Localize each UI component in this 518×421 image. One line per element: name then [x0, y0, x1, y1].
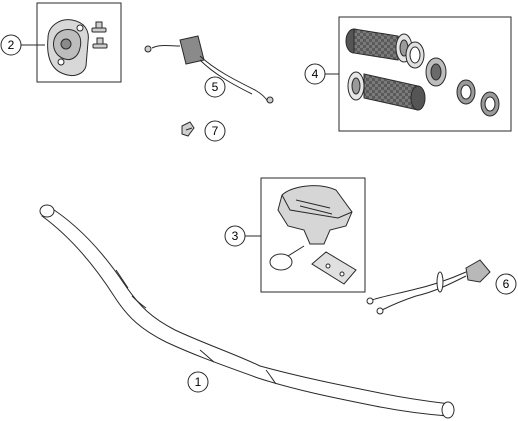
- cover-box: [260, 177, 366, 293]
- callout-label-6: 6: [503, 277, 510, 291]
- throttle-cable: [144, 35, 274, 104]
- small-clip: [181, 121, 195, 137]
- callout-4: 4: [304, 63, 339, 85]
- callout-label-1: 1: [195, 375, 202, 389]
- callout-label-4: 4: [312, 67, 319, 81]
- callout-5: 5: [204, 76, 226, 98]
- grip-lower: [347, 71, 426, 111]
- mounting-bracket: [311, 251, 357, 285]
- callout-7: 7: [204, 120, 226, 142]
- locking-ring-left: [456, 79, 476, 105]
- switch-wire: [366, 259, 491, 315]
- throttle-tube: [405, 41, 425, 69]
- locking-ring-right: [480, 91, 500, 117]
- callout-2: 2: [0, 34, 45, 56]
- switch-cover: [277, 185, 353, 245]
- callout-label-7: 7: [212, 124, 219, 138]
- cam-ring: [425, 57, 447, 87]
- clamp-bolt-upper: [91, 21, 107, 33]
- callout-1: 1: [187, 371, 209, 393]
- callout-6: 6: [495, 273, 517, 295]
- cable-tie: [269, 245, 305, 271]
- handlebar: [39, 204, 455, 419]
- clamp-box: [36, 2, 122, 83]
- callout-label-5: 5: [212, 80, 219, 94]
- callout-label-2: 2: [8, 38, 15, 52]
- callout-3: 3: [224, 225, 261, 247]
- clamp-bolt-lower: [92, 37, 108, 49]
- grips-box: [338, 16, 512, 132]
- callout-label-3: 3: [232, 229, 239, 243]
- clamp-part: [47, 19, 89, 77]
